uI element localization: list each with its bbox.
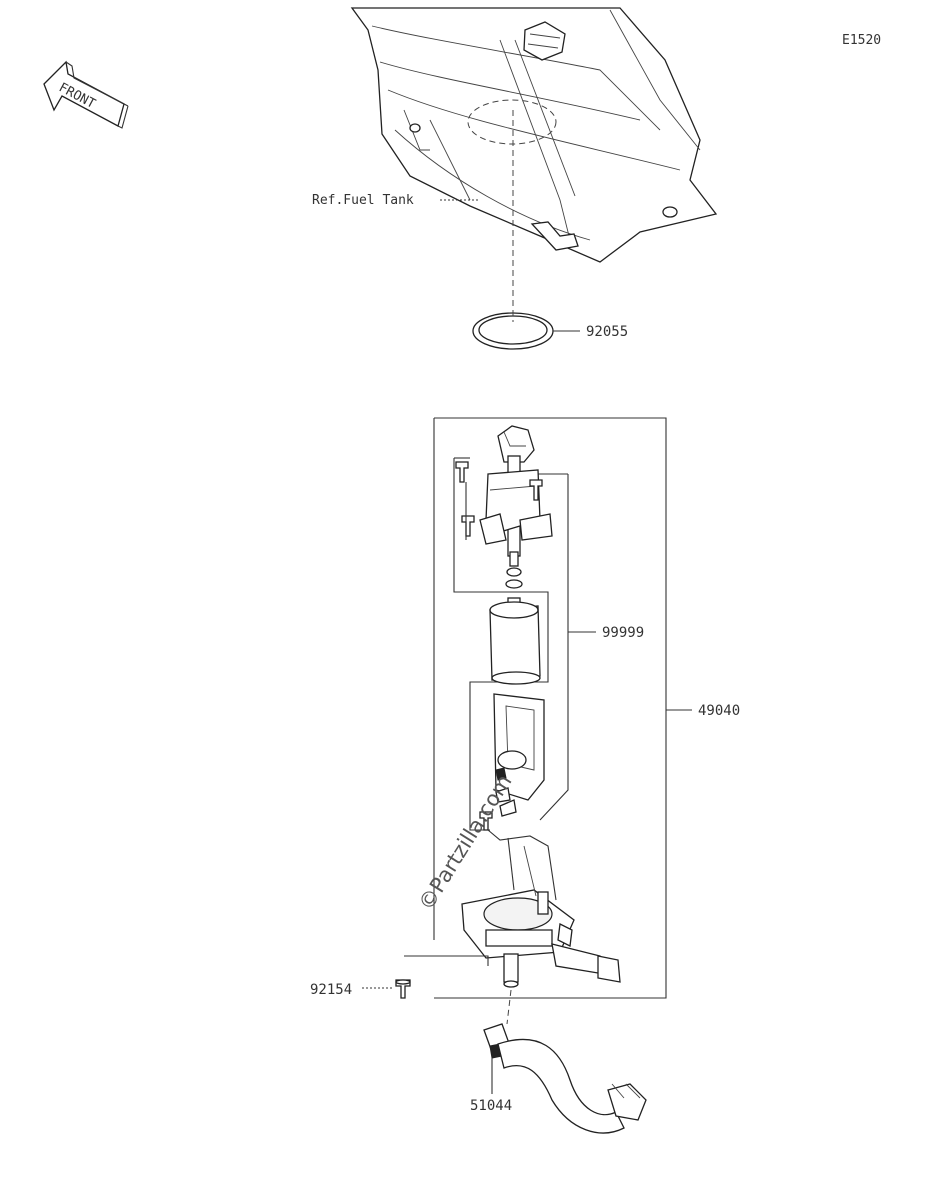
callout-51044: 51044 <box>470 1098 512 1114</box>
watermark: ©Partzilla.com <box>414 770 517 914</box>
callout-49040: 49040 <box>698 703 740 719</box>
fuel-pump-motor <box>489 597 541 685</box>
fuel-tank-illustration <box>350 7 718 300</box>
fuel-hose-51044 <box>483 989 647 1134</box>
bolt-92154 <box>395 955 489 999</box>
bracket-99999 <box>453 458 549 831</box>
front-arrow-icon: FRONT <box>43 60 129 129</box>
pump-head-assembly <box>455 425 553 589</box>
diagram-code: E1520 <box>842 33 881 48</box>
o-ring-92055 <box>472 300 554 350</box>
callout-92154: 92154 <box>310 982 352 998</box>
ref-fuel-tank-label: Ref.Fuel Tank <box>312 193 414 208</box>
pump-flange-base <box>461 829 621 988</box>
bracket-49040 <box>434 417 667 999</box>
callout-99999: 99999 <box>602 625 644 641</box>
callout-92055: 92055 <box>586 324 628 340</box>
